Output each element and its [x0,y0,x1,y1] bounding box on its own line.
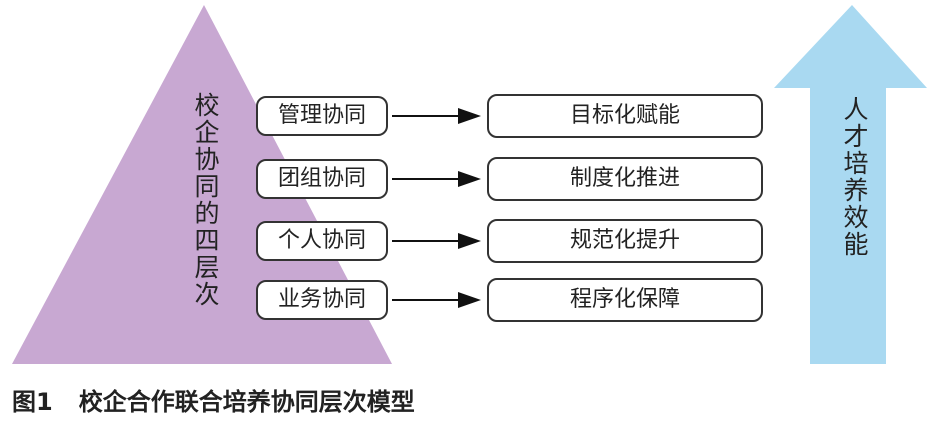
layer-source-box: 业务协同 [256,280,388,320]
layer-source-box: 管理协同 [256,96,388,136]
layer-result-box: 目标化赋能 [487,94,763,138]
connector-arrow [392,233,481,249]
layer-result-box: 制度化推进 [487,157,763,201]
pyramid-label: 校企协同的四层次 [191,92,220,308]
figure-number: 图1 [12,388,53,416]
connector-arrow [392,292,481,308]
pyramid-shape [12,5,392,364]
figure-title: 校企合作联合培养协同层次模型 [78,388,415,416]
connector-arrow [392,171,481,187]
figure-caption: 图1 校企合作联合培养协同层次模型 [12,390,415,414]
layer-result-box: 程序化保障 [487,278,763,322]
outcome-arrow-label: 人才培养效能 [840,96,869,258]
outcome-arrow-shape [774,5,927,364]
layer-source-box: 个人协同 [256,221,388,261]
connector-arrow [392,108,481,124]
layer-result-box: 规范化提升 [487,219,763,263]
layer-source-box: 团组协同 [256,159,388,199]
